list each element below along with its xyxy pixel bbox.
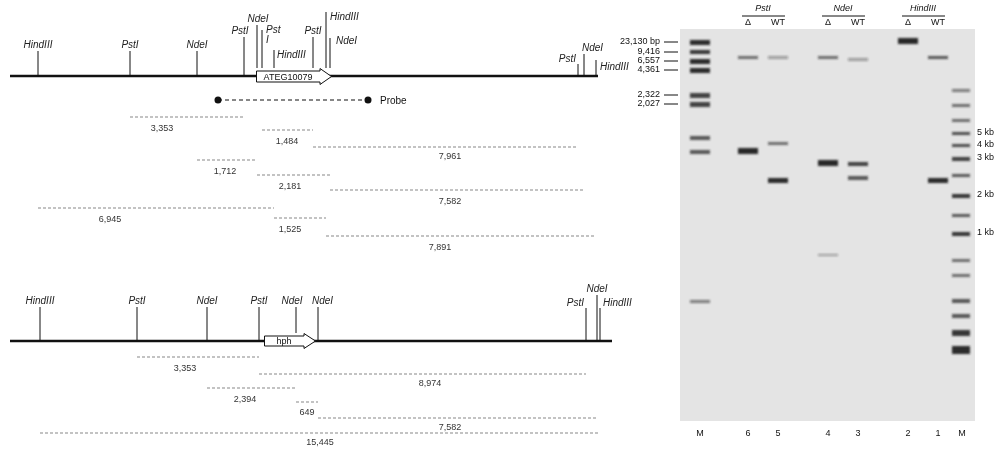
fragment-size: 7,961	[439, 152, 462, 162]
enzyme-site: HindIII	[277, 49, 306, 60]
enzyme-site: PstI	[567, 297, 584, 308]
lane-number: 4	[825, 429, 830, 439]
enzyme-site: PstI	[250, 295, 267, 306]
lane-number: 3	[855, 429, 860, 439]
enzyme-site: PstI	[128, 295, 145, 306]
ladder-size: 5 kb	[977, 128, 994, 138]
fragment-size: 7,582	[439, 197, 462, 207]
fragment-size: 1,484	[276, 137, 299, 147]
gene-name: ATEG10079	[264, 72, 313, 82]
lane-number: 6	[745, 429, 750, 439]
enzyme-site: HindIII	[600, 61, 629, 72]
ladder-size: 2,027	[637, 99, 660, 109]
genomic-map-deletion	[10, 295, 612, 341]
fragment-size: 649	[299, 408, 314, 418]
lane-number: 1	[935, 429, 940, 439]
fragment-size: 15,445	[306, 438, 334, 448]
enzyme-site: NdeI	[582, 42, 603, 53]
ladder-size: 2 kb	[977, 190, 994, 200]
enzyme-site: PstI	[121, 39, 138, 50]
enzyme-site: NdeI	[281, 295, 302, 306]
fragment-size: 7,891	[429, 243, 452, 253]
fragment-size: 2,181	[279, 182, 302, 192]
southern-blot-gel	[664, 16, 975, 421]
enzyme-site: PstI	[231, 25, 248, 36]
lane-header: PstI	[755, 4, 771, 14]
genotype-label: WT	[851, 18, 865, 28]
ladder-size: 3 kb	[977, 153, 994, 163]
lane-header: HindIII	[910, 4, 936, 14]
enzyme-site: NdeI	[247, 13, 268, 24]
gene-arrow: hph	[264, 333, 316, 349]
fragment-size: 3,353	[151, 124, 174, 134]
gene-name: hph	[276, 336, 291, 346]
enzyme-site: PstI	[304, 25, 321, 36]
gene-arrow: ATEG10079	[256, 68, 332, 85]
lane-number: M	[696, 429, 704, 439]
fragment-size: 8,974	[419, 379, 442, 389]
ladder-size: 1 kb	[977, 228, 994, 238]
fragment-size: 6,945	[99, 215, 122, 225]
fragment-size: 3,353	[174, 364, 197, 374]
enzyme-site: HindIII	[24, 39, 53, 50]
genotype-label: WT	[771, 18, 785, 28]
lane-number: M	[958, 429, 966, 439]
ladder-size: 4,361	[637, 65, 660, 75]
fragment-size: 2,394	[234, 395, 257, 405]
lane-number: 5	[775, 429, 780, 439]
enzyme-site: NdeI	[586, 283, 607, 294]
fragment-size: 1,525	[279, 225, 302, 235]
enzyme-site: NdeI	[312, 295, 333, 306]
lane-number: 2	[905, 429, 910, 439]
enzyme-site: PstI	[559, 53, 576, 64]
enzyme-site: Pst I	[266, 25, 282, 45]
probe-label: Probe	[380, 95, 407, 106]
arrow-shape	[265, 334, 316, 349]
fragment-lines	[38, 117, 600, 433]
genotype-label: Δ	[825, 18, 831, 28]
arrow-shape	[257, 69, 332, 85]
probe-line	[215, 97, 372, 104]
fragment-size: 7,582	[439, 423, 462, 433]
enzyme-site: HindIII	[603, 297, 632, 308]
genomic-map-wt	[10, 12, 598, 76]
lane-header: NdeI	[833, 4, 852, 14]
ladder-size: 23,130 bp	[620, 37, 660, 47]
genotype-label: Δ	[905, 18, 911, 28]
genotype-label: Δ	[745, 18, 751, 28]
enzyme-site: NdeI	[336, 35, 357, 46]
enzyme-site: NdeI	[186, 39, 207, 50]
enzyme-site: HindIII	[26, 295, 55, 306]
enzyme-site: NdeI	[196, 295, 217, 306]
enzyme-site: HindIII	[330, 11, 359, 22]
fragment-size: 1,712	[214, 167, 237, 177]
genotype-label: WT	[931, 18, 945, 28]
ladder-size: 4 kb	[977, 140, 994, 150]
